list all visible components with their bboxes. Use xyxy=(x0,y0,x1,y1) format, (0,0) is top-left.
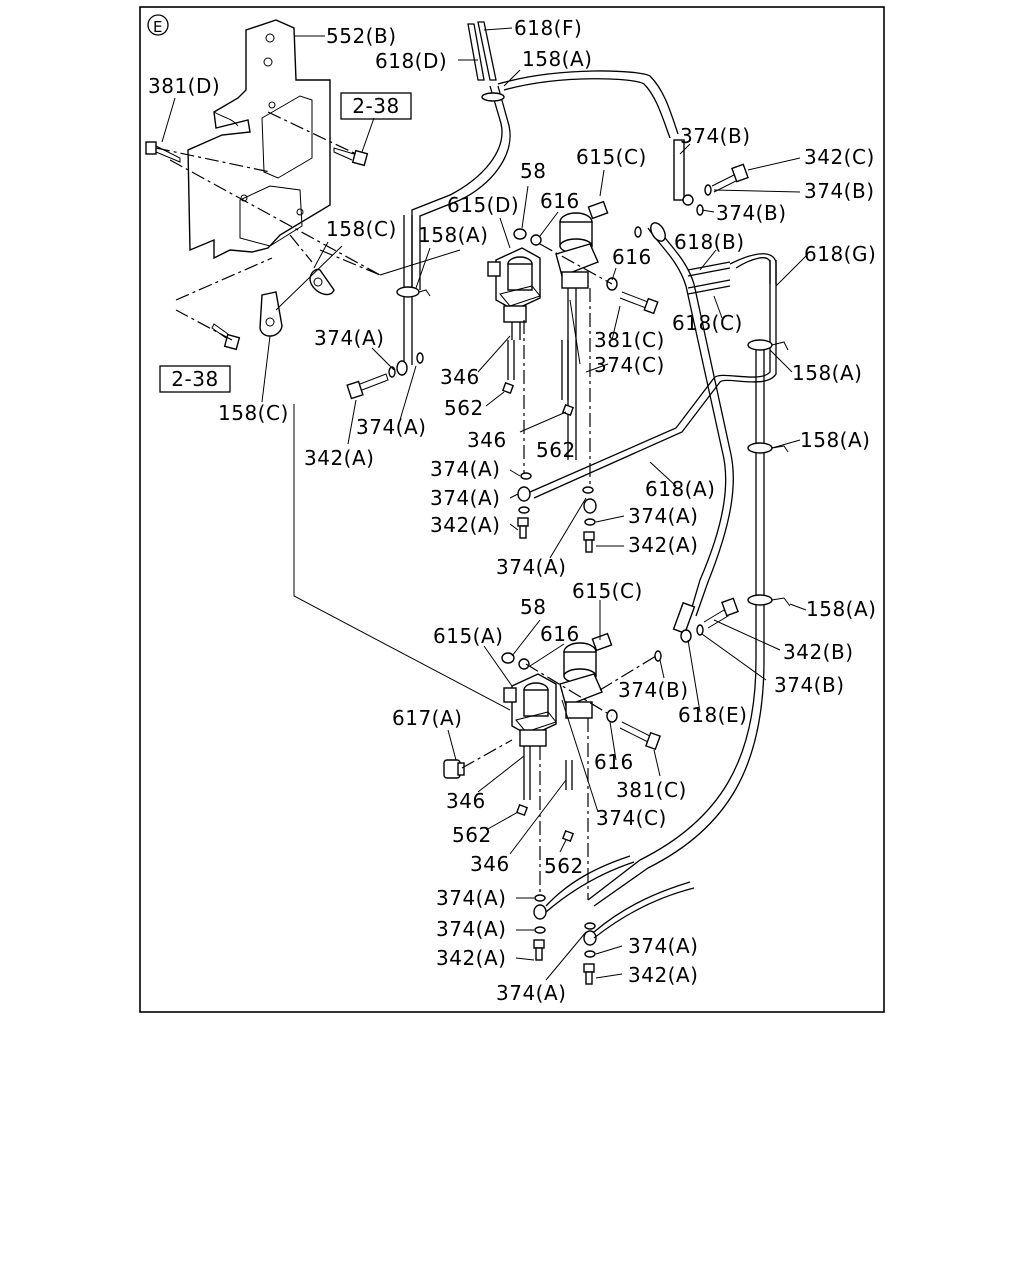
label-374b: 374(B) xyxy=(804,179,875,203)
valve-615c-upper xyxy=(555,200,609,460)
label-342a: 342(A) xyxy=(430,513,500,537)
bolt-342c xyxy=(711,163,749,193)
label-618a: 618(A) xyxy=(645,477,715,501)
clamp-158c-upper xyxy=(309,268,335,296)
label-616: 616 xyxy=(594,750,634,774)
label-381c: 381(C) xyxy=(594,328,665,352)
label-158a: 158(A) xyxy=(522,47,592,71)
label-342a: 342(A) xyxy=(628,533,698,557)
section-marker: E xyxy=(147,14,169,36)
label-342a: 342(A) xyxy=(628,963,698,987)
label-342a: 342(A) xyxy=(436,946,506,970)
label-616: 616 xyxy=(540,189,580,213)
label-374a: 374(A) xyxy=(314,326,384,350)
diagram-frame xyxy=(139,6,885,1013)
ref-top-label: 2-38 xyxy=(352,94,399,118)
clip-158a-g1 xyxy=(747,339,773,351)
clip-158a-g3 xyxy=(747,594,773,606)
label-381d: 381(D) xyxy=(148,74,220,98)
plug-617a xyxy=(443,739,513,779)
leader-lines xyxy=(161,27,807,981)
label-342b: 342(B) xyxy=(783,640,854,664)
ref-box-bottom xyxy=(159,365,231,393)
label-615c: 615(C) xyxy=(576,145,647,169)
label-346: 346 xyxy=(440,365,480,389)
clamp-158c-lower xyxy=(259,291,283,337)
tube-618a xyxy=(529,253,777,499)
bolt-381c-upper xyxy=(619,291,659,315)
label-346: 346 xyxy=(467,428,507,452)
label-374b: 374(B) xyxy=(680,124,751,148)
label-158a: 158(A) xyxy=(792,361,862,385)
label-562: 562 xyxy=(536,438,576,462)
label-158a: 158(A) xyxy=(418,223,488,247)
label-618c: 618(C) xyxy=(672,311,743,335)
label-158a: 158(A) xyxy=(806,597,876,621)
bolt-381c-lower xyxy=(619,721,661,751)
tube-618g xyxy=(587,260,791,907)
clip-158a-g2 xyxy=(747,442,773,454)
label-615a: 615(A) xyxy=(433,624,503,648)
label-342c: 342(C) xyxy=(804,145,875,169)
label-374a: 374(A) xyxy=(628,504,698,528)
part-labels: 552(B) 618(F) 618(D) 158(A) 381(D) 374(B… xyxy=(148,16,876,1005)
valve-615a xyxy=(503,673,557,800)
svg-text:E: E xyxy=(153,18,163,36)
label-616: 616 xyxy=(540,622,580,646)
label-346: 346 xyxy=(446,789,486,813)
label-374b: 374(B) xyxy=(618,678,689,702)
label-562: 562 xyxy=(444,396,484,420)
label-342a: 342(A) xyxy=(304,446,374,470)
tube-342c-right xyxy=(673,139,694,206)
label-374a: 374(A) xyxy=(496,555,566,579)
label-374a: 374(A) xyxy=(496,981,566,1005)
label-58: 58 xyxy=(520,159,546,183)
bolt-ref-top xyxy=(333,147,369,167)
label-615c: 615(C) xyxy=(572,579,643,603)
label-381c: 381(C) xyxy=(616,778,687,802)
label-374a: 374(A) xyxy=(436,917,506,941)
tube-618d-618f xyxy=(411,21,679,290)
label-616: 616 xyxy=(612,245,652,269)
label-374c: 374(C) xyxy=(594,353,665,377)
label-562: 562 xyxy=(544,854,584,878)
label-374a: 374(A) xyxy=(356,415,426,439)
label-618d: 618(D) xyxy=(375,49,447,73)
label-374a: 374(A) xyxy=(430,457,500,481)
label-374b: 374(B) xyxy=(774,673,845,697)
tube-618e xyxy=(647,225,734,635)
label-58: 58 xyxy=(520,595,546,619)
bracket-552b xyxy=(187,19,331,260)
label-158c: 158(C) xyxy=(218,401,289,425)
label-374a: 374(A) xyxy=(430,486,500,510)
clip-158a-left xyxy=(396,286,420,298)
label-618e: 618(E) xyxy=(678,703,747,727)
label-618f: 618(F) xyxy=(514,16,582,40)
ref-bottom-label: 2-38 xyxy=(171,367,218,391)
label-374b: 374(B) xyxy=(716,201,787,225)
label-552b: 552(B) xyxy=(326,24,397,48)
label-158c: 158(C) xyxy=(326,217,397,241)
label-374c: 374(C) xyxy=(596,806,667,830)
label-618g: 618(G) xyxy=(804,242,876,266)
tube-618b-618c xyxy=(687,261,731,295)
label-374a: 374(A) xyxy=(436,886,506,910)
label-618b: 618(B) xyxy=(674,230,745,254)
label-615d: 615(D) xyxy=(447,193,519,217)
label-374a: 374(A) xyxy=(628,934,698,958)
valve-615d xyxy=(487,247,541,340)
label-158a: 158(A) xyxy=(800,428,870,452)
label-562: 562 xyxy=(452,823,492,847)
valve-615c-lower xyxy=(559,632,613,719)
label-346: 346 xyxy=(470,852,510,876)
ref-box-top xyxy=(340,92,412,120)
label-617a: 617(A) xyxy=(392,706,462,730)
